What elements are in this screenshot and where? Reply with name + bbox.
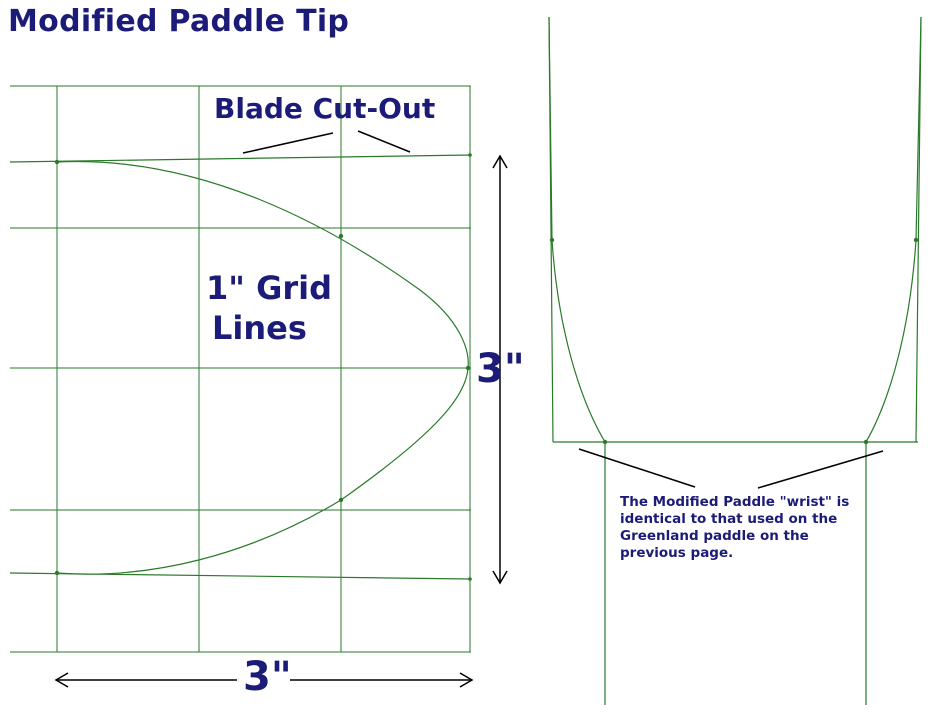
curve-node [549, 237, 555, 243]
blade-outline [9, 154, 471, 580]
note-line: identical to that used on the [620, 511, 838, 527]
wrist-outline [548, 16, 922, 705]
pointer-line [578, 448, 696, 488]
pointer-line [242, 132, 334, 154]
note-line: previous page. [620, 545, 734, 561]
curve-node [338, 233, 344, 239]
curve-node [913, 237, 919, 243]
wrist-right-side [915, 16, 922, 443]
arrowhead-up [492, 154, 508, 169]
wrist-right-curve [865, 16, 922, 443]
curve-node [465, 365, 471, 371]
blade-top-edge [9, 154, 471, 163]
blade-cutout-label: Blade Cut-Out [214, 92, 436, 125]
horizontal-dimension-arrow [54, 672, 474, 688]
wrist-left-curve [548, 16, 606, 443]
grid-lines [10, 85, 471, 653]
pointer-line [357, 130, 411, 153]
page-title: Modified Paddle Tip [8, 4, 350, 39]
note-line: Greenland paddle on the [620, 528, 809, 544]
grid-label-line-1: 1" Grid [206, 269, 332, 307]
curve-node [338, 497, 344, 503]
curve-nodes [54, 153, 472, 581]
arrowhead-down [492, 570, 508, 585]
curve-node [468, 153, 472, 157]
curve-node [602, 439, 608, 445]
horizontal-dimension-label: 3" [243, 654, 292, 700]
arrowhead-left [54, 672, 69, 688]
pointer-line [757, 450, 884, 489]
vertical-dimension-arrow [492, 154, 508, 585]
curve-node [54, 570, 60, 576]
vertical-dimension-label: 3" [476, 346, 525, 392]
curve-node [54, 159, 60, 165]
grid-lines-label: 1" Grid Lines [206, 268, 332, 348]
grid-label-line-2: Lines [212, 309, 307, 347]
blade-cutout-pointers [242, 130, 411, 154]
wrist-nodes [549, 237, 919, 445]
wrist-note: The Modified Paddle "wrist" is identical… [620, 494, 880, 562]
wrist-pointers [578, 448, 884, 489]
curve-node [863, 439, 869, 445]
arrowhead-right [459, 672, 474, 688]
curve-node [468, 577, 472, 581]
note-line: The Modified Paddle "wrist" is [620, 494, 850, 510]
